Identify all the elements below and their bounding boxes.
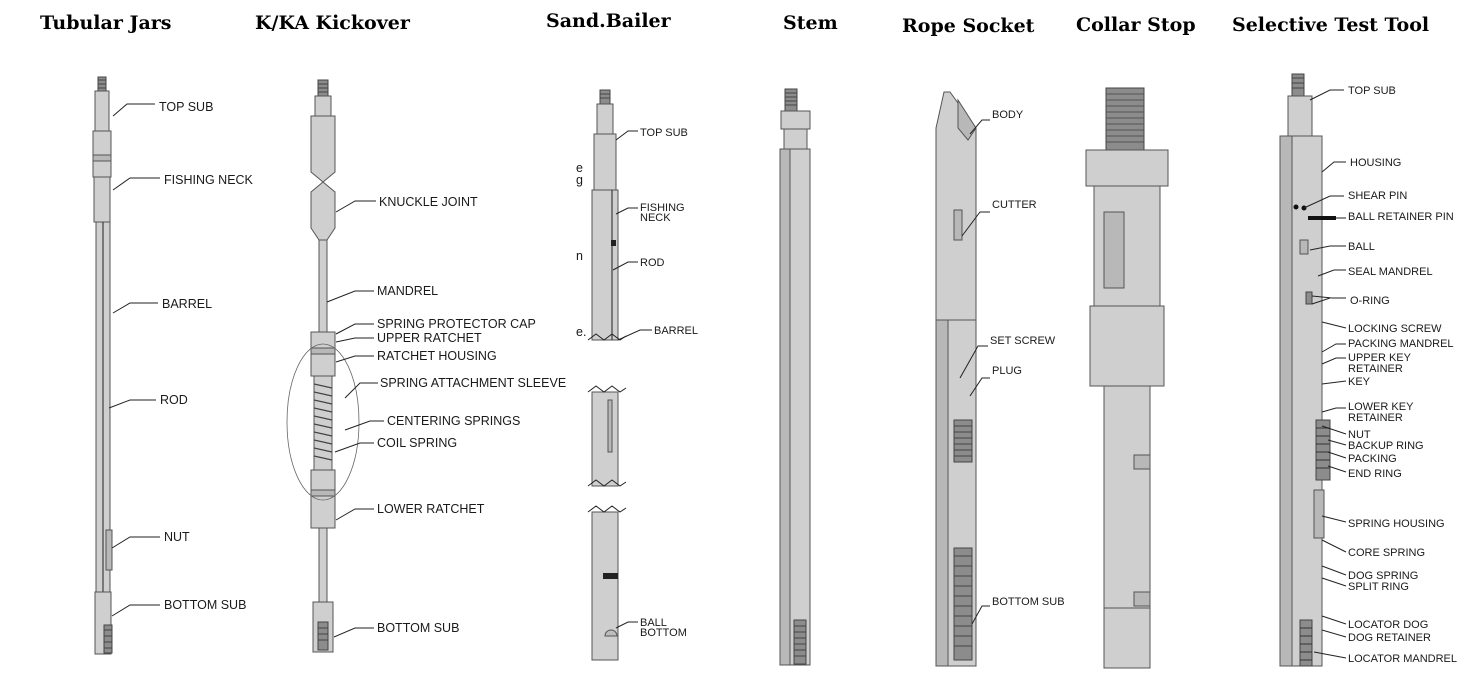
stt-label: DOG SPRING <box>1348 570 1418 582</box>
tubular-jars-drawing <box>92 76 160 655</box>
title-tubular-jars: Tubular Jars <box>40 12 172 34</box>
kickover-label: RATCHET HOUSING <box>377 349 497 363</box>
sand-bailer-label: BOTTOM <box>640 627 687 639</box>
sand-bailer-label: BALL <box>640 617 667 629</box>
stt-label: PACKING <box>1348 453 1397 465</box>
stt-label: NUT <box>1348 429 1371 441</box>
collar-stop-drawing <box>1085 87 1169 669</box>
rope-socket-label: PLUG <box>992 365 1022 377</box>
sand-bailer-clipped-text: e. <box>576 325 586 339</box>
tubular-jars-label: FISHING NECK <box>164 173 254 187</box>
kickover-label: CENTERING SPRINGS <box>387 414 520 428</box>
title-kickover: K/KA Kickover <box>255 12 410 34</box>
sand-bailer-label: FISHING <box>640 202 685 214</box>
title-collar-stop: Collar Stop <box>1076 14 1196 36</box>
stt-label: O-RING <box>1350 295 1390 307</box>
sand-bailer-label: BARREL <box>654 325 698 337</box>
stem-drawing <box>779 88 811 666</box>
rope-socket-label: SET SCREW <box>990 335 1056 347</box>
title-sand-bailer: Sand.Bailer <box>546 10 671 32</box>
sand-bailer-label: TOP SUB <box>640 127 688 139</box>
stt-label: LOCATOR DOG <box>1348 619 1428 631</box>
stt-label: LOCATOR MANDREL <box>1348 653 1457 665</box>
sand-bailer-clipped-text: e <box>576 161 583 175</box>
stt-label: LOCKING SCREW <box>1348 323 1442 335</box>
sand-bailer-clipped-text: g <box>576 173 583 187</box>
kickover-label: UPPER RATCHET <box>377 331 482 345</box>
stt-label: RETAINER <box>1348 363 1403 375</box>
stt-label: RETAINER <box>1348 412 1403 424</box>
kickover-drawing <box>286 79 384 653</box>
stt-label: BALL RETAINER PIN <box>1348 211 1454 223</box>
title-selective-test-tool: Selective Test Tool <box>1232 14 1430 36</box>
tubular-jars-label: ROD <box>160 393 188 407</box>
stt-label: CORE SPRING <box>1348 547 1425 559</box>
selective-test-tool-drawing <box>1279 73 1347 667</box>
sand-bailer-label: ROD <box>640 257 665 269</box>
sand-bailer-clipped-text: n <box>576 249 583 263</box>
stt-label: SPRING HOUSING <box>1348 518 1445 530</box>
rope-socket-label: CUTTER <box>992 199 1037 211</box>
kickover-label: COIL SPRING <box>377 436 457 450</box>
rope-socket-label: BOTTOM SUB <box>992 596 1065 608</box>
stt-label: BALL <box>1348 241 1375 253</box>
title-stem: Stem <box>783 12 838 34</box>
stt-label: DOG RETAINER <box>1348 632 1431 644</box>
tubular-jars-label: BOTTOM SUB <box>164 598 246 612</box>
stt-label: PACKING MANDREL <box>1348 338 1454 350</box>
stt-label: HOUSING <box>1350 157 1401 169</box>
kickover-label: SPRING PROTECTOR CAP <box>377 317 536 331</box>
stt-label: TOP SUB <box>1348 85 1396 97</box>
tubular-jars-label: NUT <box>164 530 190 544</box>
kickover-label: MANDREL <box>377 284 438 298</box>
kickover-label: LOWER RATCHET <box>377 502 485 516</box>
title-rope-socket: Rope Socket <box>902 15 1035 37</box>
stt-label: BACKUP RING <box>1348 440 1424 452</box>
sand-bailer-drawing <box>587 89 652 661</box>
tubular-jars-label: TOP SUB <box>159 100 213 114</box>
stt-label: SPLIT RING <box>1348 581 1409 593</box>
kickover-label: SPRING ATTACHMENT SLEEVE <box>380 376 566 390</box>
stt-label: SEAL MANDREL <box>1348 266 1433 278</box>
stt-label: UPPER KEY <box>1348 352 1412 364</box>
tubular-jars-label: BARREL <box>162 297 212 311</box>
stt-label: KEY <box>1348 376 1371 388</box>
kickover-label: BOTTOM SUB <box>377 621 459 635</box>
rope-socket-label: BODY <box>992 109 1024 121</box>
stt-label: SHEAR PIN <box>1348 190 1407 202</box>
stt-label: END RING <box>1348 468 1402 480</box>
stt-label: LOWER KEY <box>1348 401 1414 413</box>
kickover-label: KNUCKLE JOINT <box>379 195 478 209</box>
rope-socket-drawing <box>935 91 990 667</box>
sand-bailer-label: NECK <box>640 212 671 224</box>
